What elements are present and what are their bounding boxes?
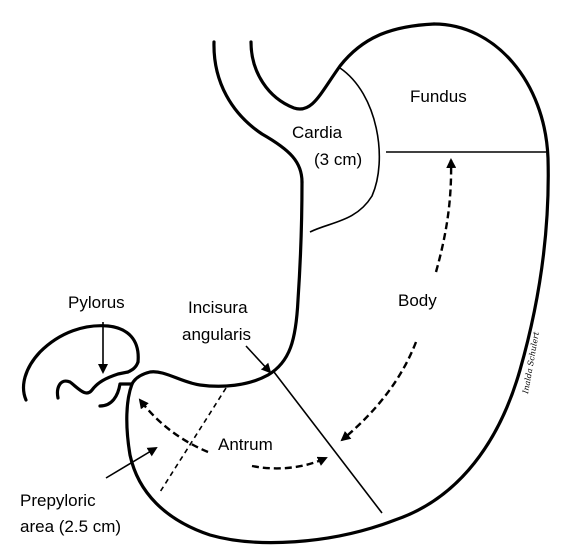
- artist-signature: Inalda Schulert: [521, 330, 541, 395]
- antrum-left-arrow: [138, 398, 209, 454]
- greater-curvature: [125, 22, 550, 545]
- body-downward-arrow: [340, 341, 418, 442]
- lesser-curvature: [130, 180, 304, 388]
- esophagus-left-wall: [212, 40, 304, 184]
- prepyloric-size-label: area (2.5 cm): [20, 517, 121, 536]
- prepyloric-label: Prepyloric: [20, 491, 96, 510]
- angularis-label: angularis: [182, 325, 251, 344]
- pylorus-bulb: [126, 360, 140, 374]
- pylorus-label: Pylorus: [68, 293, 125, 312]
- cardia-label: Cardia: [292, 123, 343, 142]
- duodenum-upper: [21, 324, 140, 402]
- incisura-pointer-arrow: [245, 345, 272, 374]
- cardia-boundary: [309, 67, 381, 233]
- body-label: Body: [398, 291, 437, 310]
- esophagus-right-wall: [249, 22, 436, 111]
- pyloric-channel: [98, 382, 134, 408]
- duodenum-lower: [55, 370, 130, 400]
- incisura-label: Incisura: [188, 298, 248, 317]
- prepyloric-pointer-arrow: [105, 446, 158, 479]
- cardia-size-label: (3 cm): [314, 150, 362, 169]
- body-antrum-boundary: [273, 371, 383, 514]
- antrum-label: Antrum: [218, 435, 273, 454]
- fundus-label: Fundus: [410, 87, 467, 106]
- prepyloric-boundary: [159, 387, 227, 493]
- body-upward-arrow: [434, 158, 457, 273]
- antrum-right-arrow: [251, 456, 328, 470]
